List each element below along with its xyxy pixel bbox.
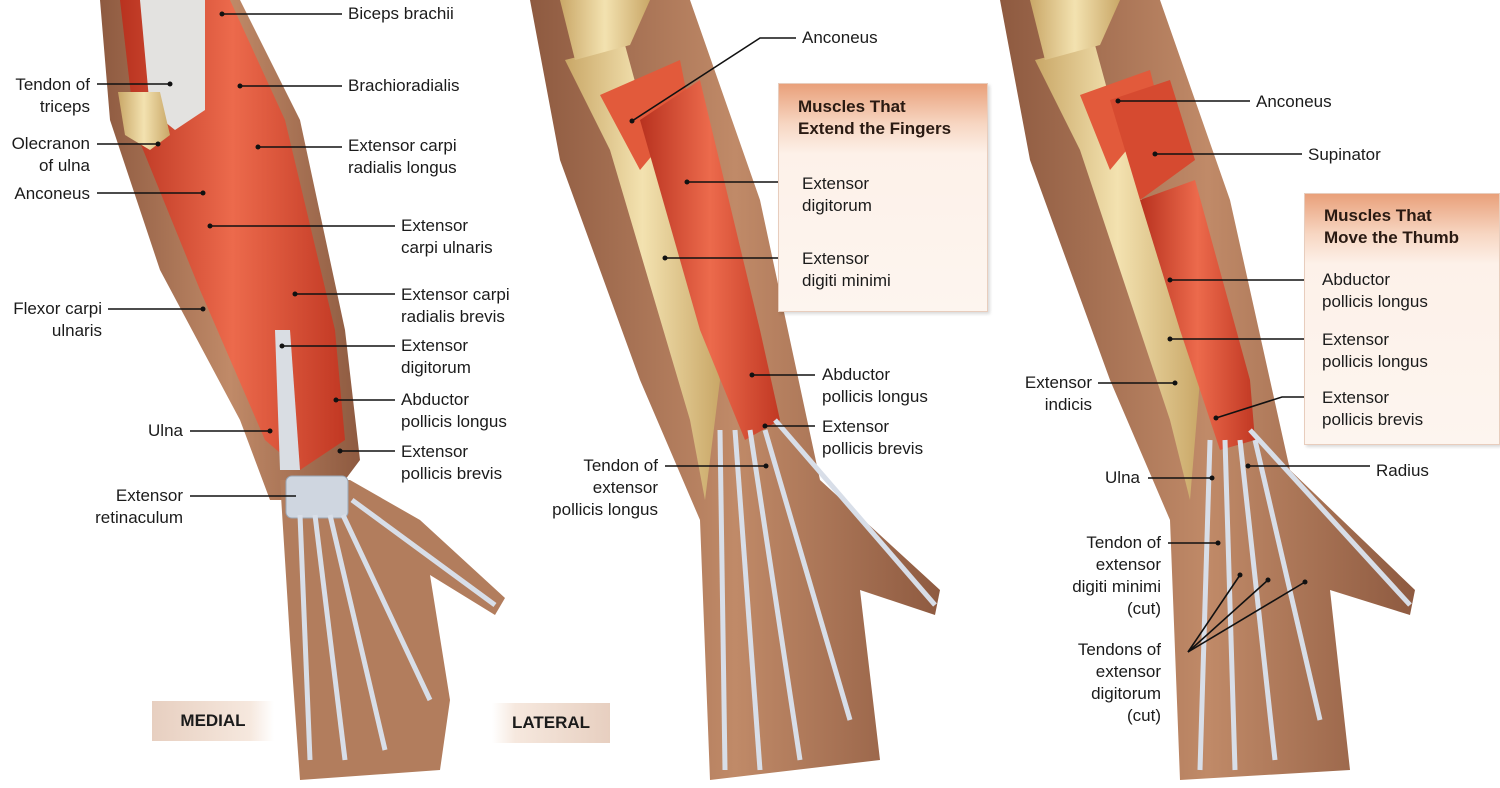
label-abductor-pollicis-longus-medial: Abductor pollicis longus <box>401 390 507 431</box>
view-tag-lateral: LATERAL <box>492 703 610 743</box>
deep-forearm-drawing <box>1000 0 1415 780</box>
medial-forearm-drawing <box>100 0 505 780</box>
label-abductor-pollicis-longus-deep: Abductor pollicis longus <box>1322 270 1428 311</box>
label-tendon-of-triceps: Tendon of triceps <box>15 75 90 116</box>
leader-dots <box>155 11 1308 585</box>
label-extensor-pollicis-longus: Extensor pollicis longus <box>1322 330 1428 371</box>
label-tendon-extensor-digiti-minimi: Tendon of extensor digiti minimi (cut) <box>1072 533 1161 618</box>
view-tag-medial: MEDIAL <box>152 701 274 741</box>
label-extensor-pollicis-brevis-medial: Extensor pollicis brevis <box>401 442 503 483</box>
label-flexor-carpi-ulnaris: Flexor carpi ulnaris <box>13 299 102 340</box>
label-extensor-digitorum-medial: Extensor digitorum <box>401 336 471 377</box>
label-ulna-medial: Ulna <box>148 421 183 440</box>
label-tendons-extensor-digitorum: Tendons of extensor digitorum (cut) <box>1077 640 1161 725</box>
label-anconeus-deep: Anconeus <box>1256 92 1332 111</box>
label-extensor-carpi-radialis-longus: Extensor carpi radialis longus <box>348 136 457 177</box>
label-ulna-deep: Ulna <box>1105 468 1140 487</box>
move-thumb-title: Muscles That Move the Thumb <box>1324 206 1460 247</box>
label-extensor-indicis: Extensor indicis <box>1024 373 1092 414</box>
label-tendon-extensor-pollicis-longus: Tendon of extensor pollicis longus <box>552 456 658 519</box>
extend-fingers-box <box>778 83 988 312</box>
label-anconeus-lateral: Anconeus <box>802 28 878 47</box>
label-abductor-pollicis-longus-lateral: Abductor pollicis longus <box>822 365 928 406</box>
extend-fingers-title: Muscles That Extend the Fingers <box>798 97 952 138</box>
label-olecranon-of-ulna: Olecranon of ulna <box>11 134 90 175</box>
label-extensor-carpi-ulnaris: Extensor carpi ulnaris <box>401 216 493 257</box>
label-extensor-pollicis-brevis-lateral: Extensor pollicis brevis <box>822 417 924 458</box>
label-extensor-retinaculum: Extensor retinaculum <box>95 486 183 527</box>
leader-lines <box>97 13 1370 653</box>
label-extensor-carpi-radialis-brevis: Extensor carpi radialis brevis <box>401 285 510 326</box>
label-biceps-brachii: Biceps brachii <box>348 4 454 23</box>
label-radius: Radius <box>1376 461 1429 480</box>
label-extensor-digitorum-lateral: Extensor digitorum <box>802 174 872 215</box>
move-thumb-box <box>1304 193 1500 445</box>
lateral-forearm-drawing <box>530 0 940 780</box>
label-extensor-digiti-minimi: Extensor digiti minimi <box>802 249 891 290</box>
label-brachioradialis: Brachioradialis <box>348 76 460 95</box>
label-anconeus-medial: Anconeus <box>14 184 90 203</box>
label-supinator: Supinator <box>1308 145 1381 164</box>
label-extensor-pollicis-brevis-deep: Extensor pollicis brevis <box>1322 388 1424 429</box>
